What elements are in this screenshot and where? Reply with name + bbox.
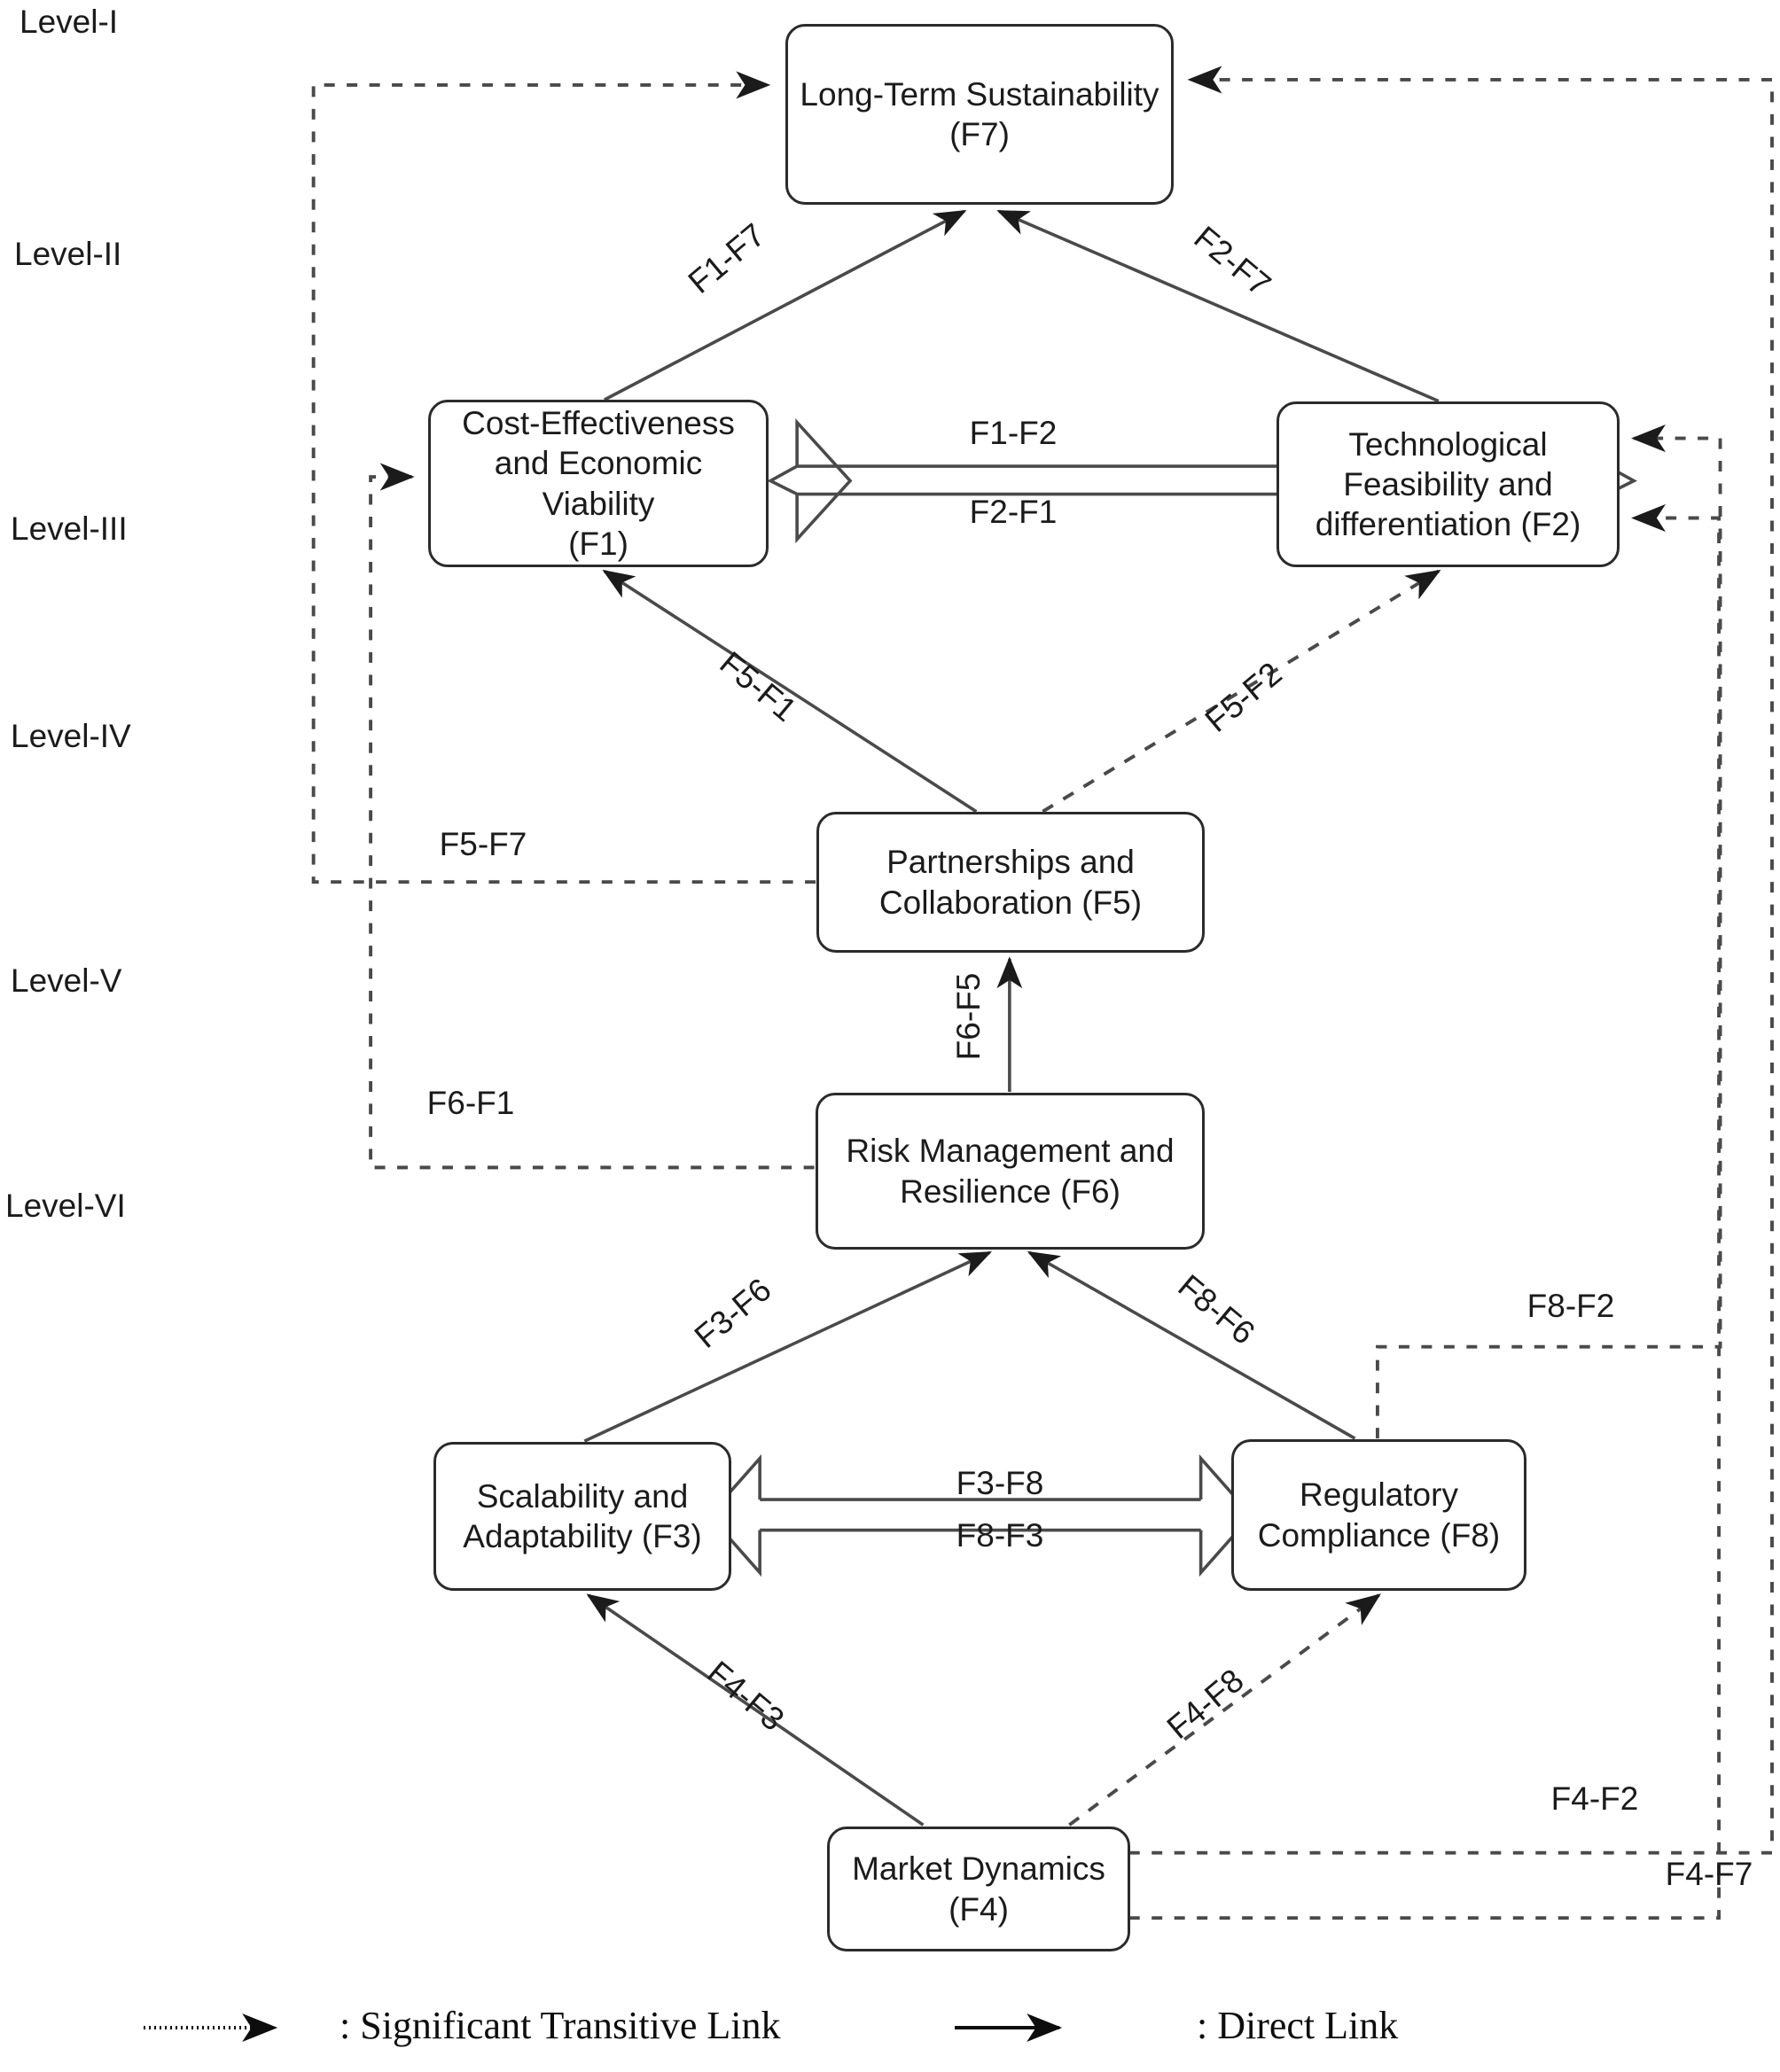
node-f4[interactable]: Market Dynamics (F4) — [827, 1827, 1130, 1951]
edge-label-f8-f2: F8-F2 — [1526, 1288, 1615, 1324]
edge-F4-F3 — [586, 1593, 925, 1827]
transitive-routes — [311, 66, 1774, 1920]
node-f5-line2: Collaboration (F5) — [878, 884, 1143, 921]
node-f7[interactable]: Long-Term Sustainability (F7) — [785, 24, 1174, 205]
level-label-i: Level-I — [20, 4, 119, 40]
node-f3-line2: Adaptability (F3) — [463, 1518, 702, 1554]
level-label-iii: Level-III — [11, 510, 128, 547]
node-f6[interactable]: Risk Management and Resilience (F6) — [816, 1093, 1205, 1250]
legend-transitive-arrow-icon — [144, 2014, 278, 2042]
node-f8-line1: Regulatory — [1300, 1476, 1458, 1514]
edge-label-f3-f8: F3-F8 — [956, 1465, 1044, 1501]
transitive-edges — [1042, 569, 1441, 1827]
node-f2-line3: differentiation (F2) — [1315, 506, 1581, 543]
node-f3-line1: Scalability and — [476, 1477, 689, 1515]
route-F4-F2 — [1128, 503, 1721, 1920]
edge-label-f8-f3: F8-F3 — [956, 1517, 1044, 1554]
node-f8[interactable]: Regulatory Compliance (F8) — [1231, 1439, 1526, 1591]
level-label-vi: Level-VI — [5, 1188, 126, 1224]
node-f8-line2: Compliance (F8) — [1257, 1516, 1501, 1554]
route-F4-F7 — [1128, 66, 1774, 1855]
edge-label-f2-f1: F2-F1 — [969, 494, 1058, 530]
level-label-ii: Level-II — [14, 236, 122, 272]
node-f6-line2: Resilience (F6) — [900, 1172, 1120, 1210]
direct-edges — [583, 209, 1440, 1827]
edge-F8-F6 — [1027, 1250, 1356, 1440]
edge-F5-F1 — [602, 569, 978, 814]
node-f1[interactable]: Cost-Effectiveness and Economic Viabilit… — [428, 400, 769, 567]
edge-F1-F7 — [603, 209, 967, 401]
edge-F4-F8 — [1068, 1593, 1381, 1827]
edge-label-f5-f7: F5-F7 — [439, 826, 527, 862]
node-f2[interactable]: Technological Feasibility and differenti… — [1276, 401, 1620, 567]
node-f2-line1: Technological — [1348, 425, 1548, 463]
edge-F5-F2 — [1042, 569, 1441, 814]
edge-label-f6-f1: F6-F1 — [426, 1085, 515, 1121]
node-f7-line2: (F7) — [949, 116, 1010, 152]
level-label-iv: Level-IV — [11, 718, 131, 754]
legend-direct-arrow-icon — [955, 2014, 1063, 2042]
node-f2-line2: Feasibility and — [1343, 465, 1553, 502]
edge-label-f6-f5: F6-F5 — [950, 972, 987, 1061]
node-f5-line1: Partnerships and — [886, 844, 1135, 881]
node-f5[interactable]: Partnerships and Collaboration (F5) — [816, 812, 1205, 953]
node-f1-line2: and Economic Viability — [494, 445, 703, 522]
route-F6-F1 — [369, 463, 815, 1170]
edge-label-f4-f7: F4-F7 — [1665, 1856, 1753, 1892]
level-label-v: Level-V — [11, 962, 122, 999]
node-f3[interactable]: Scalability and Adaptability (F3) — [433, 1442, 731, 1591]
node-f4-line1: Market Dynamics — [852, 1850, 1105, 1888]
node-f6-line1: Risk Management and — [846, 1133, 1175, 1170]
edge-label-f4-f2: F4-F2 — [1550, 1780, 1639, 1817]
node-f1-line3: (F1) — [568, 525, 628, 562]
edge-label-f1-f2: F1-F2 — [969, 415, 1058, 451]
route-F5-F7 — [311, 71, 816, 884]
node-f7-line1: Long-Term Sustainability — [800, 75, 1159, 113]
edge-F3-F6 — [583, 1250, 992, 1443]
legend-transitive-label: : Significant Transitive Link — [340, 2004, 781, 2047]
node-f4-line2: (F4) — [949, 1890, 1009, 1928]
legend-direct-label: : Direct Link — [1197, 2004, 1399, 2047]
node-f1-line1: Cost-Effectiveness — [462, 405, 735, 442]
edge-F2-F7 — [996, 209, 1440, 403]
